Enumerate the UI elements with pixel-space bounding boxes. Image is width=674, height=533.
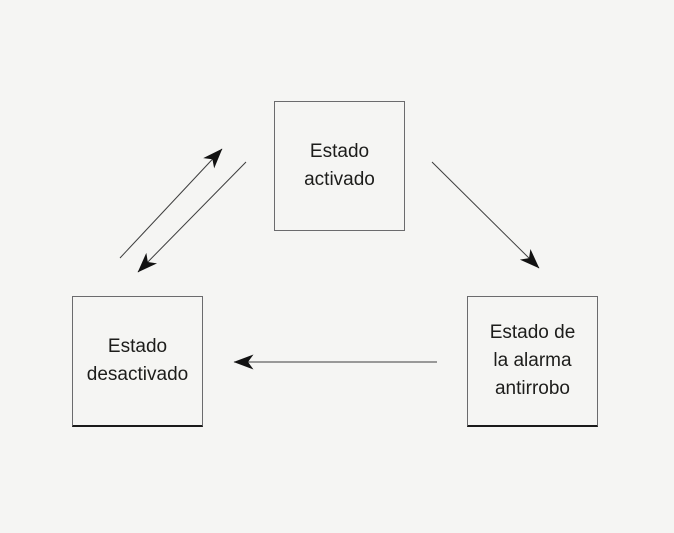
state-box-estado-activado: Estado activado	[274, 101, 405, 231]
state-label-line: Estado	[309, 141, 370, 162]
state-label-line: activado	[304, 169, 375, 190]
arrow-activado-to-desactivado	[137, 161, 247, 273]
state-label-line: Estado de	[489, 322, 576, 343]
state-label-line: desactivado	[86, 364, 189, 385]
state-box-estado-alarma-antirrobo: Estado de la alarma antirrobo	[467, 296, 598, 427]
state-label-estado-alarma-antirrobo: Estado de la alarma antirrobo	[490, 319, 576, 403]
arrow-activado-to-alarma	[431, 161, 540, 269]
state-label-line: la alarma	[493, 350, 572, 371]
state-label-line: Estado	[107, 336, 168, 357]
arrow-desactivado-to-activado	[119, 148, 223, 259]
state-label-line: antirrobo	[494, 378, 570, 399]
state-box-estado-desactivado: Estado desactivado	[72, 296, 203, 427]
state-label-estado-desactivado: Estado desactivado	[87, 333, 188, 389]
state-label-estado-activado: Estado activado	[304, 138, 375, 194]
